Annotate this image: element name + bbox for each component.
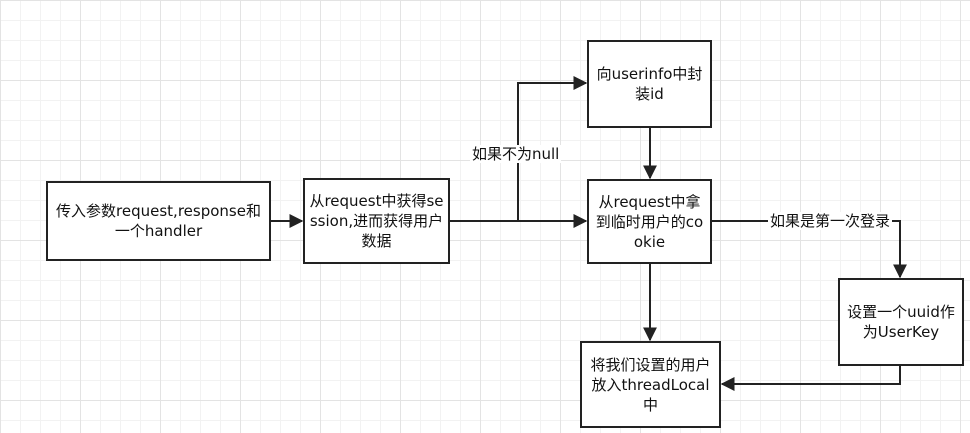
node-set-userinfo-id: 向userinfo中封装id	[587, 40, 712, 128]
node-put-threadlocal: 将我们设置的用户放入threadLocal中	[580, 341, 721, 428]
node-set-uuid-userkey: 设置一个uuid作为UserKey	[838, 278, 964, 366]
arrow-n5-to-n6	[720, 366, 901, 391]
node-get-session: 从request中获得session,进而获得用户数据	[303, 178, 450, 264]
node-receive-params: 传入参数request,response和一个handler	[46, 181, 271, 261]
edge-label-not-null: 如果不为null	[470, 145, 562, 163]
edge-label-first-login: 如果是第一次登录	[768, 212, 893, 230]
node-get-temp-cookie: 从request中拿到临时用户的cookie	[587, 179, 712, 264]
